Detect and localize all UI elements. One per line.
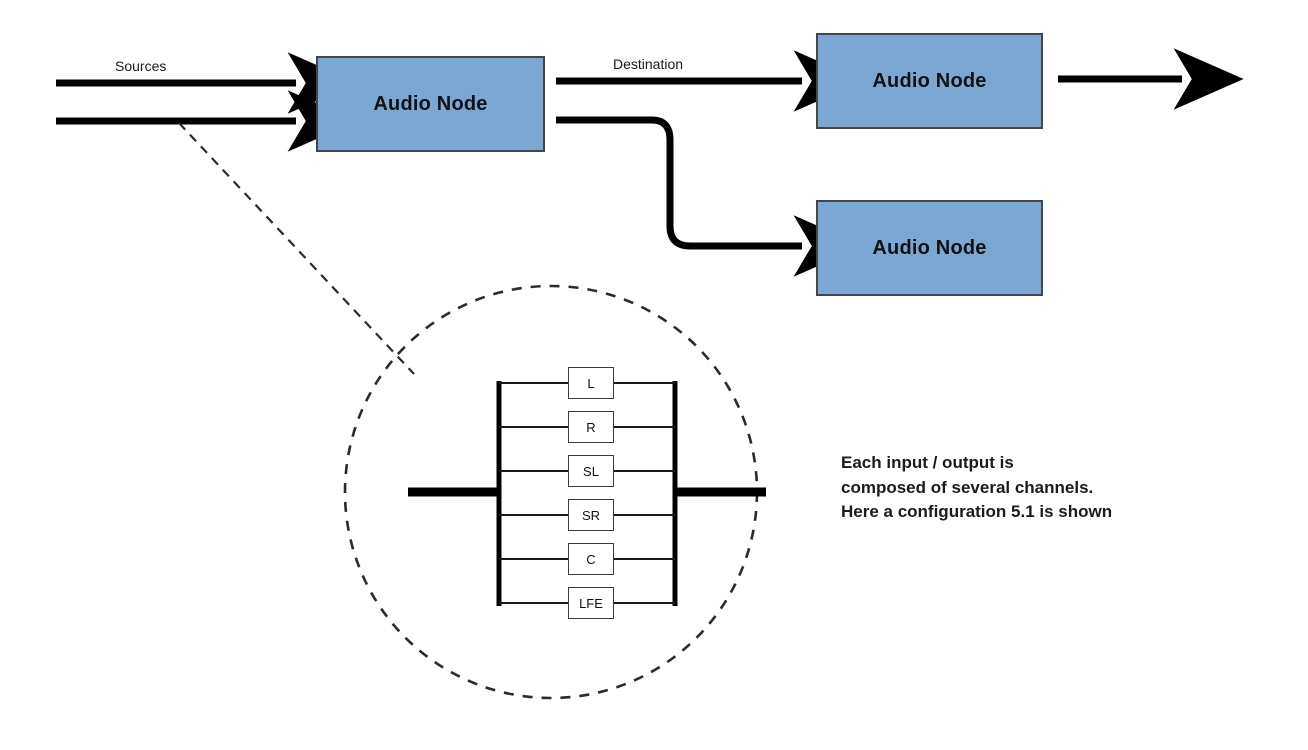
channel-box-sl-label: SL — [583, 463, 599, 479]
magnifier-leader-line — [178, 122, 415, 375]
channel-box-c[interactable]: C — [568, 543, 614, 575]
audio-node-output-top-label: Audio Node — [872, 69, 987, 92]
audio-node-output-bottom[interactable]: Audio Node — [816, 200, 1043, 296]
destination-label: Destination — [613, 56, 684, 72]
audio-node-output-top[interactable]: Audio Node — [816, 33, 1043, 129]
channel-box-r-label: R — [586, 419, 596, 435]
channel-box-c-label: C — [586, 551, 596, 567]
channel-box-r[interactable]: R — [568, 411, 614, 443]
audio-node-input-label: Audio Node — [373, 92, 488, 115]
channel-box-l[interactable]: L — [568, 367, 614, 399]
detail-caption: Each input / output is composed of sever… — [841, 453, 1113, 522]
audio-node-input[interactable]: Audio Node — [316, 56, 545, 152]
channel-box-sr-label: SR — [581, 507, 601, 523]
sources-label: Sources — [115, 58, 167, 74]
channel-box-lfe-label: LFE — [579, 595, 603, 611]
destination-arrow-elbow — [556, 116, 864, 277]
audio-node-output-bottom-label: Audio Node — [872, 236, 987, 259]
channel-box-sr[interactable]: SR — [568, 499, 614, 531]
channel-box-lfe[interactable]: LFE — [568, 587, 614, 619]
channel-box-l-label: L — [587, 375, 595, 391]
channel-box-sl[interactable]: SL — [568, 455, 614, 487]
